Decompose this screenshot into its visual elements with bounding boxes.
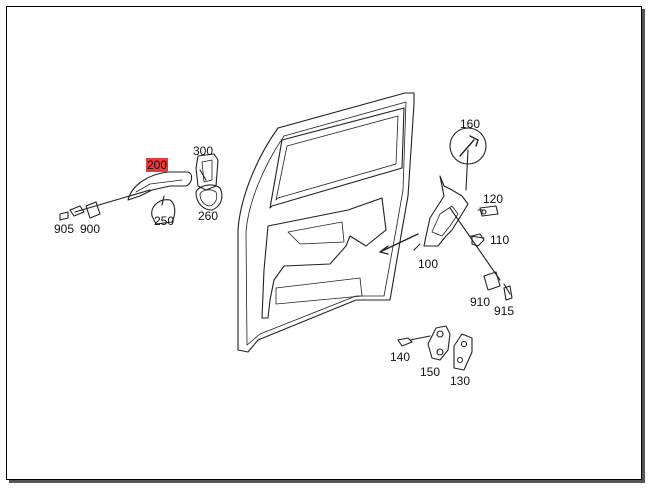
part-label-160[interactable]: 160: [460, 117, 481, 131]
part-label-130[interactable]: 130: [450, 374, 471, 388]
part-label-915[interactable]: 915: [494, 304, 515, 318]
striker-150: [427, 325, 451, 361]
part-label-150[interactable]: 150: [420, 365, 441, 379]
part-label-260[interactable]: 260: [198, 209, 219, 223]
part-label-100[interactable]: 100: [418, 257, 439, 271]
part-label-905[interactable]: 905: [54, 222, 75, 236]
lock-cylinder: [69, 205, 85, 217]
screw-140: [397, 335, 431, 347]
part-label-250[interactable]: 250: [154, 214, 175, 228]
actuator-910: [483, 271, 501, 291]
part-label-910[interactable]: 910: [470, 295, 491, 309]
part-label-900[interactable]: 900: [80, 222, 101, 236]
part-label-300[interactable]: 300: [193, 144, 214, 158]
part-label-200[interactable]: 200: [146, 158, 169, 172]
part-label-140[interactable]: 140: [390, 350, 411, 364]
part-label-120[interactable]: 120: [483, 192, 504, 206]
tool-circle: [449, 127, 487, 165]
outer-door-handle: [127, 171, 193, 201]
bolt-120: [479, 205, 499, 217]
nut-110: [471, 233, 485, 247]
door-panel-cutout: [261, 197, 387, 319]
plate-130: [453, 333, 473, 371]
part-label-110[interactable]: 110: [490, 233, 510, 247]
handle-cap: [151, 199, 176, 225]
window-frame: [269, 107, 405, 209]
door-outline: [237, 92, 415, 353]
handle-seal: [195, 184, 223, 211]
handle-bracket: [195, 153, 219, 191]
door-lock-assembly: [423, 175, 469, 247]
